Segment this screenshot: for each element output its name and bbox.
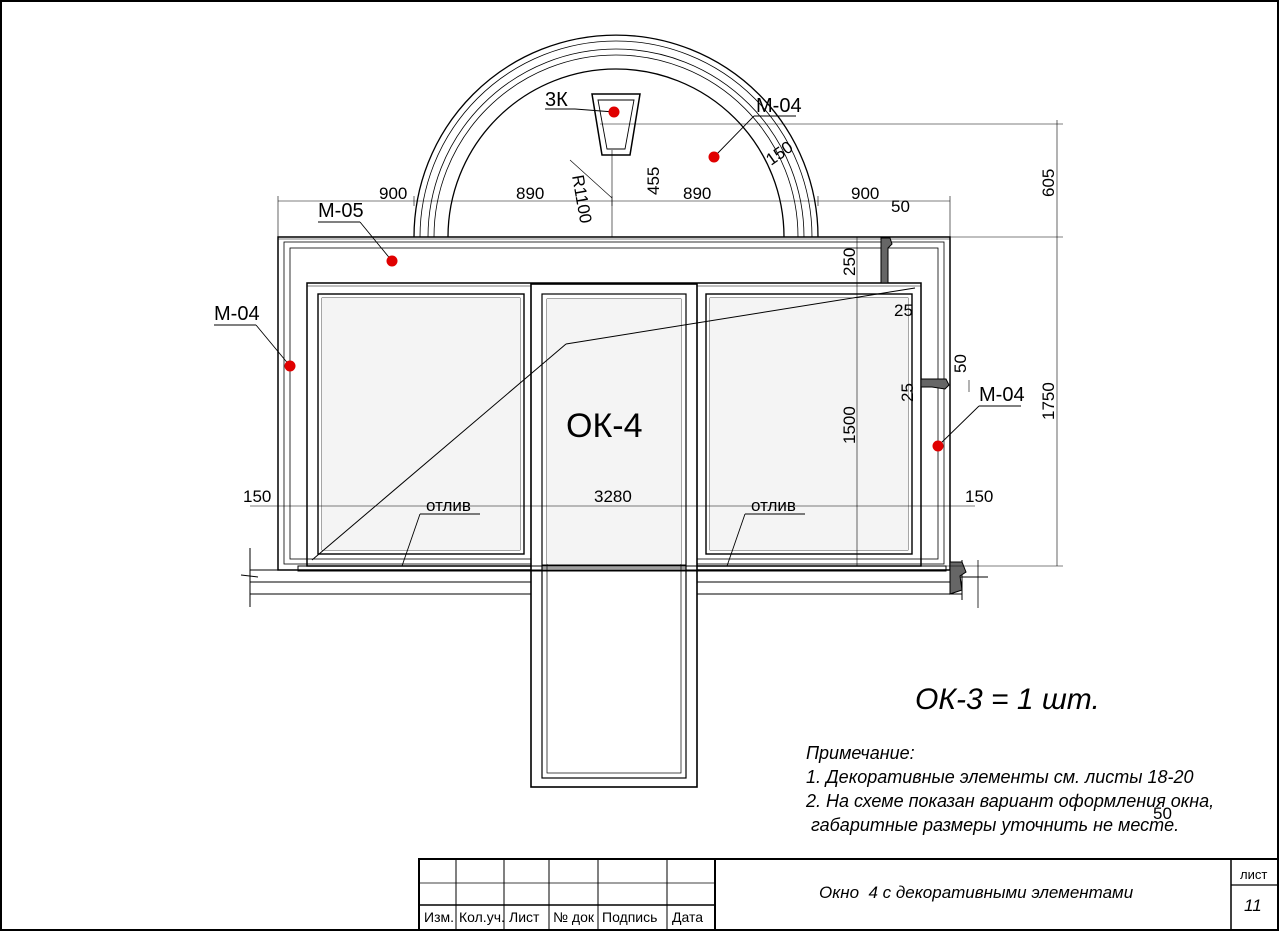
sheet-number: 11 [1244,896,1262,915]
marker-arch [708,151,720,163]
dim-height-1500: 1500 [840,406,859,444]
profile-sections [880,237,967,595]
col-izm: Изм. [424,909,454,925]
window-frame [306,282,922,567]
arch-line-2 [419,40,813,238]
dim-gap-25-mid: 25 [898,383,917,402]
drawing-title: Окно 4 с декоративными элементами [819,883,1134,902]
label-arch-molding: М-04 [756,95,802,117]
element-markers [284,106,944,452]
window-mark: ОК-4 [566,407,642,445]
sill-lines [240,548,988,608]
dim-bottom-50: 50 [1153,804,1172,823]
keystone [591,93,641,156]
notes-heading: Примечание: [806,743,915,763]
arch-line-3 [427,48,805,238]
dim-width-3280: 3280 [594,487,632,506]
arch-outer-line [413,34,819,238]
marker-keystone [608,106,620,118]
label-sill-left: отлив [426,496,471,515]
dim-height-1750: 1750 [1039,382,1058,420]
door [530,283,698,788]
dimension-lines [250,120,1063,567]
dim-side-150-right: 150 [965,487,993,506]
col-kol-uch: Кол.уч. [459,909,505,925]
dim-side-150-left: 150 [243,487,271,506]
col-list: Лист [509,909,540,925]
dim-right-900: 900 [851,184,879,203]
title-block-text: Изм. Кол.уч. Лист № док Подпись Дата Окн… [424,867,1267,925]
dim-frieze-250: 250 [840,248,859,276]
leader-lines [214,108,1021,567]
marker-frieze [386,255,398,267]
arch-inner-line [447,68,785,238]
note-line-2: 2. На схеме показан вариант оформления о… [805,791,1214,811]
label-frieze: М-05 [318,200,364,222]
label-sill-right: отлив [751,496,796,515]
dim-profile-50-mid: 50 [951,354,970,373]
count-label: ОК-3 = 1 шт. [915,683,1100,716]
col-podpis: Подпись [602,909,657,925]
label-left-molding: М-04 [214,303,260,325]
col-n-dok: № док [553,909,595,925]
title-block [418,858,1279,931]
dim-gap-25-top: 25 [894,301,913,320]
dim-arch-890-right: 890 [683,184,711,203]
dim-radius: R1100 [568,173,595,224]
col-data: Дата [672,909,703,925]
dim-top-605: 605 [1039,169,1058,197]
marker-left [284,360,296,372]
notes: Примечание: 1. Декоративные элементы см.… [805,743,1214,835]
dim-rise-455: 455 [644,167,663,195]
arch-line-4 [433,54,799,238]
note-line-1: 1. Декоративные элементы см. листы 18-20 [806,767,1193,787]
note-line-3: габаритные размеры уточнить не месте. [806,815,1179,835]
dim-profile-50-top: 50 [891,197,910,216]
label-right-molding: М-04 [979,384,1025,406]
marker-right [932,440,944,452]
label-keystone: 3К [545,89,568,111]
dim-arch-890-left: 890 [516,184,544,203]
arch-group [413,34,819,238]
sheet-label: лист [1240,867,1267,882]
dim-left-900: 900 [379,184,407,203]
